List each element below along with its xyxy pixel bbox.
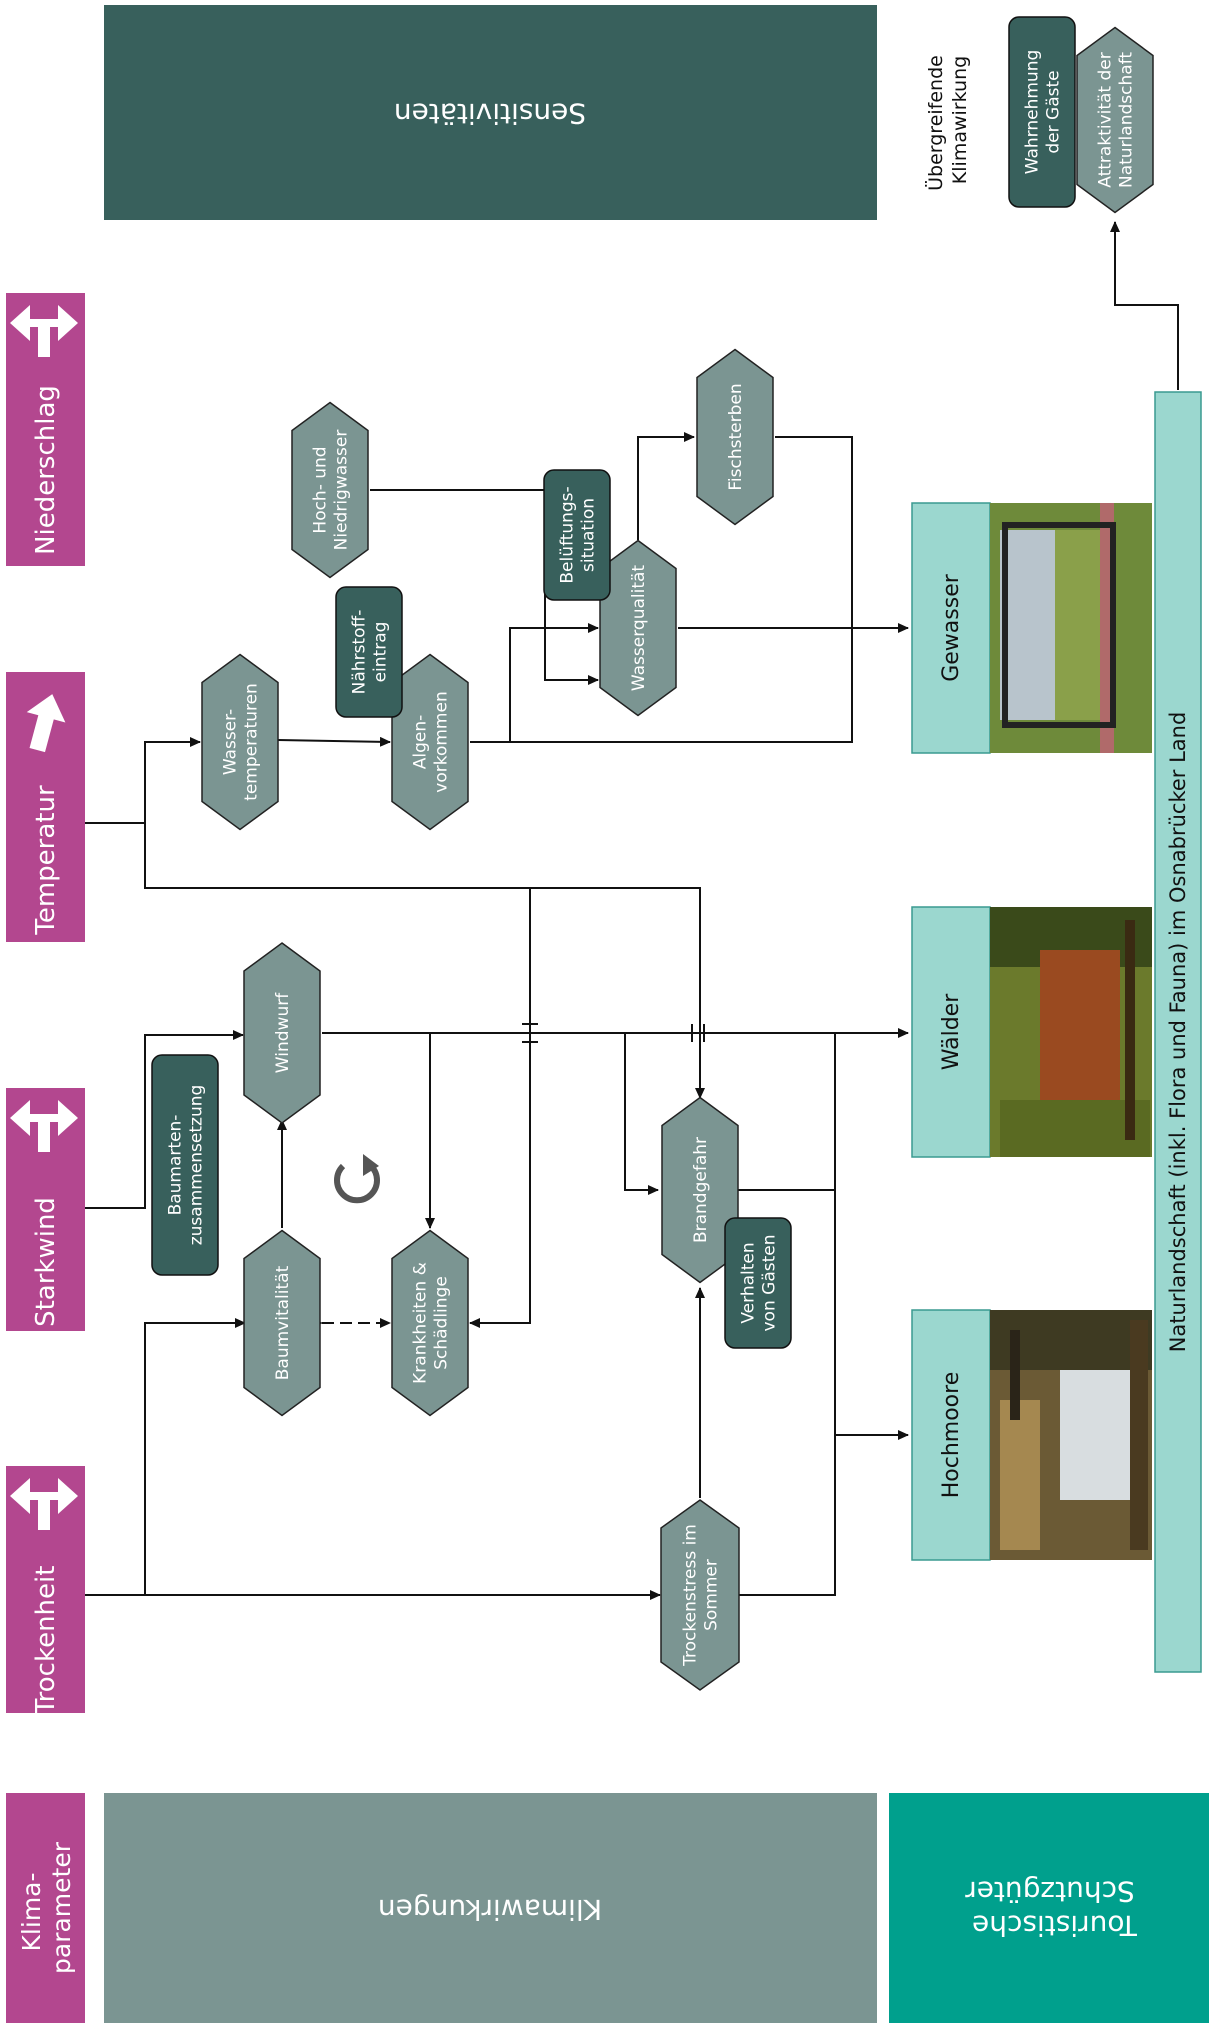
effect-attraktivitaet-label: Attraktivität derNaturlandschaft	[1096, 52, 1137, 188]
sensitivity-belueftung: Belüftungs-situation	[543, 469, 611, 601]
effect-wasserqualitaet-label: Wasserqualität	[629, 565, 649, 692]
effect-hoch-niedrigwasser-label: Hoch- undNiedrigwasser	[311, 430, 352, 551]
param-starkwind-label: Starkwind	[31, 1197, 61, 1327]
legend-klimawirkungen: Klimawirkungen	[378, 1893, 602, 1926]
effect-windwurf: Windwurf	[243, 942, 321, 1124]
effect-wasserqualitaet: Wasserqualität	[599, 539, 677, 717]
asset-waelder: Wälder	[911, 906, 1152, 1158]
asset-gewasser-label: Gewasser	[939, 573, 964, 682]
param-temperatur: Temperatur	[6, 672, 85, 942]
waelder-photo	[990, 907, 1152, 1157]
feedback-loop-icon	[334, 1154, 380, 1204]
sensitivity-wahrnehmung: Wahrnehmungder Gäste	[1008, 16, 1076, 208]
asset-naturlandschaft: Naturlandschaft (inkl. Flora und Fauna) …	[1154, 391, 1202, 1673]
legend-sensitivitaeten-bar: Sensitivitäten	[104, 5, 877, 220]
param-niederschlag: Niederschlag	[6, 293, 85, 566]
effect-algenvorkommen: Algen-vorkommen	[391, 653, 469, 831]
legend-sensitivitaeten: Sensitivitäten	[394, 97, 586, 130]
klimawirkungen-nodes: Trockenstress imSommer Baumvitalität Krank…	[201, 26, 1154, 1691]
legend-touristische-schutzgueter: Touristische Schutzgüter	[963, 1875, 1138, 1942]
sensitivity-verhalten-gaeste-label: Verhaltenvon Gästen	[739, 1235, 780, 1332]
param-starkwind: Starkwind	[6, 1088, 85, 1331]
effect-brandgefahr-label: Brandgefahr	[691, 1137, 711, 1243]
param-niederschlag-label: Niederschlag	[31, 385, 61, 555]
effect-trockenstress-label: Trockenstress imSommer	[681, 1524, 722, 1667]
param-trockenheit-label: Trockenheit	[31, 1566, 61, 1716]
effect-brandgefahr: Brandgefahr	[661, 1096, 739, 1284]
sensitivity-naehrstoffeintrag: Nährstoff-eintrag	[335, 586, 403, 718]
effect-krankheiten: Krankheiten &Schädlinge	[391, 1229, 469, 1417]
effect-windwurf-label: Windwurf	[273, 992, 293, 1073]
effect-baumvitalitaet: Baumvitalität	[243, 1229, 321, 1417]
up-down-arrow-icon	[10, 1478, 78, 1530]
asset-hochmoore-label: Hochmoore	[939, 1372, 964, 1499]
legend: Klima- parameter Klimawirkungen Touristi…	[6, 1793, 1209, 2023]
effect-fischsterben-label: Fischsterben	[726, 383, 746, 490]
up-arrow-icon	[26, 694, 66, 753]
sensitivity-baumartenzusammensetzung-label: Baumarten-zusammensetzung	[166, 1085, 207, 1246]
asset-hochmoore: Hochmoore	[911, 1309, 1152, 1561]
sensitivity-verhalten-gaeste: Verhaltenvon Gästen	[724, 1217, 792, 1349]
asset-gewasser: Gewasser	[911, 502, 1152, 754]
effect-wassertemperaturen: Wasser-temperaturen	[201, 653, 279, 831]
sensitivity-naehrstoffeintrag-label: Nährstoff-eintrag	[350, 610, 391, 695]
effect-algenvorkommen-label: Algen-vorkommen	[411, 691, 452, 792]
sensitivity-wahrnehmung-label: Wahrnehmungder Gäste	[1023, 50, 1064, 175]
connectors	[85, 221, 1179, 1600]
param-trockenheit: Trockenheit	[6, 1466, 85, 1715]
asset-naturlandschaft-label: Naturlandschaft (inkl. Flora und Fauna) …	[1166, 712, 1190, 1353]
legend-klimaparameter: Klima- parameter	[17, 1841, 76, 1974]
uebergreifende-klimawirkung-label: Übergreifende Klimawirkung	[924, 49, 971, 191]
hochmoore-photo	[990, 1310, 1152, 1560]
up-down-arrow-icon	[10, 305, 78, 357]
effect-fischsterben: Fischsterben	[696, 348, 774, 526]
effect-krankheiten-label: Krankheiten &Schädlinge	[411, 1262, 452, 1384]
effect-baumvitalitaet-label: Baumvitalität	[273, 1265, 293, 1380]
effect-trockenstress: Trockenstress imSommer	[660, 1499, 740, 1691]
effect-wassertemperaturen-label: Wasser-temperaturen	[221, 683, 262, 801]
up-down-arrow-icon	[10, 1100, 78, 1152]
sensitivity-baumartenzusammensetzung: Baumarten-zusammensetzung	[151, 1054, 219, 1276]
asset-waelder-label: Wälder	[939, 993, 964, 1070]
sensitivity-belueftung-label: Belüftungs-situation	[558, 486, 599, 583]
gewasser-photo	[990, 503, 1152, 753]
effect-hoch-niedrigwasser: Hoch- undNiedrigwasser	[291, 401, 369, 579]
effect-attraktivitaet: Attraktivität derNaturlandschaft	[1076, 26, 1154, 214]
param-temperatur-label: Temperatur	[31, 785, 61, 936]
